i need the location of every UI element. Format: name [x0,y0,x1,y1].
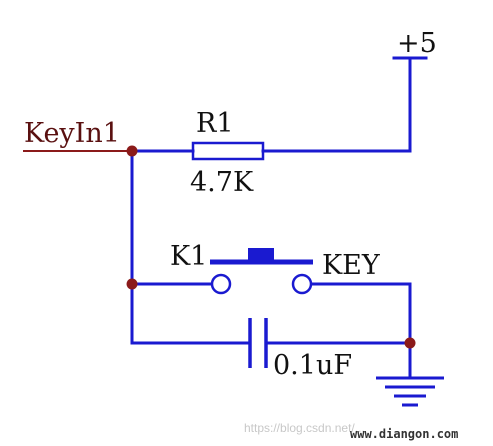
junction-dot [404,337,416,349]
net-label-keyin1: KeyIn1 [24,118,120,149]
power-label: +5 [397,28,437,59]
wire-r1-to-vcc [261,56,412,153]
switch-right-contact [291,273,313,295]
switch-left-contact [210,273,232,295]
wire-switch-to-ground [311,282,412,345]
watermark-url: https://blog.csdn.net/... [244,421,365,435]
resistor-ref-label: R1 [196,108,234,139]
switch-k1 [210,248,313,295]
resistor-r1 [191,141,265,161]
junction-dot [126,145,138,157]
ground-symbol [376,376,444,407]
capacitor-value-label: 0.1uF [273,350,352,381]
switch-ref-label: K1 [170,241,207,272]
resistor-value-label: 4.7K [190,167,254,198]
capacitor-c [248,318,268,368]
junctions [126,145,416,349]
switch-name-label: KEY [322,250,381,281]
watermark-site: www.diangon.com [350,427,458,441]
switch-plunger [248,248,274,260]
junction-dot [126,278,138,290]
